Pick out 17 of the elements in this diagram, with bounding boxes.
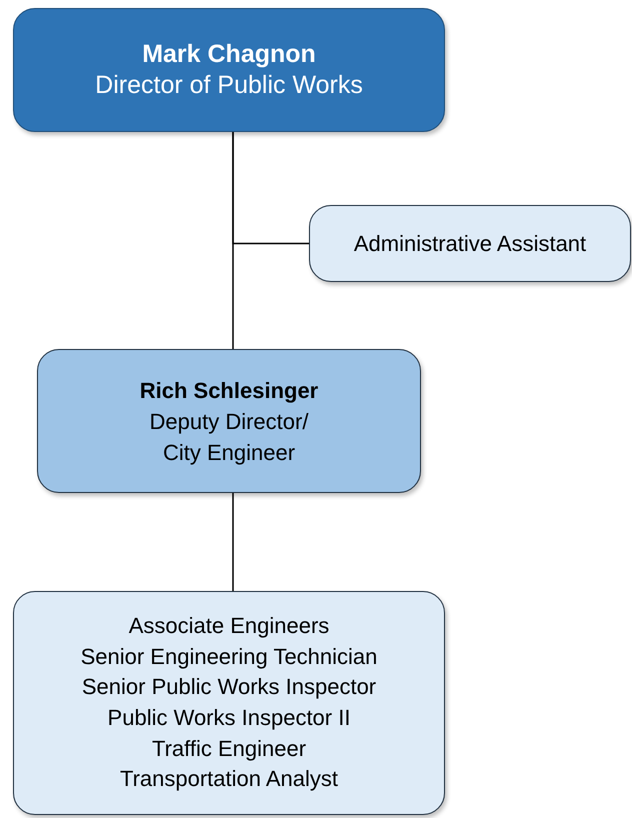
job-title: Senior Engineering Technician xyxy=(80,642,378,671)
job-title: Transportation Analyst xyxy=(120,765,338,794)
job-title: Director of Public Works xyxy=(95,70,363,101)
connector-line xyxy=(232,132,309,244)
org-box xyxy=(13,591,445,815)
job-title: Deputy Director/ City Engineer xyxy=(148,408,310,467)
org-box xyxy=(13,8,445,132)
job-title: Public Works Inspector II xyxy=(108,704,350,732)
person-name: Rich Schlesinger xyxy=(140,376,318,405)
org-box xyxy=(309,205,631,282)
connector-line xyxy=(232,493,234,591)
job-title: Senior Public Works Inspector xyxy=(82,673,376,702)
org-box xyxy=(37,349,421,493)
job-title: Associate Engineers xyxy=(128,612,330,640)
job-title: Administrative Assistant xyxy=(354,230,586,258)
job-title: Traffic Engineer xyxy=(152,734,306,763)
person-name: Mark Chagnon xyxy=(142,39,316,70)
